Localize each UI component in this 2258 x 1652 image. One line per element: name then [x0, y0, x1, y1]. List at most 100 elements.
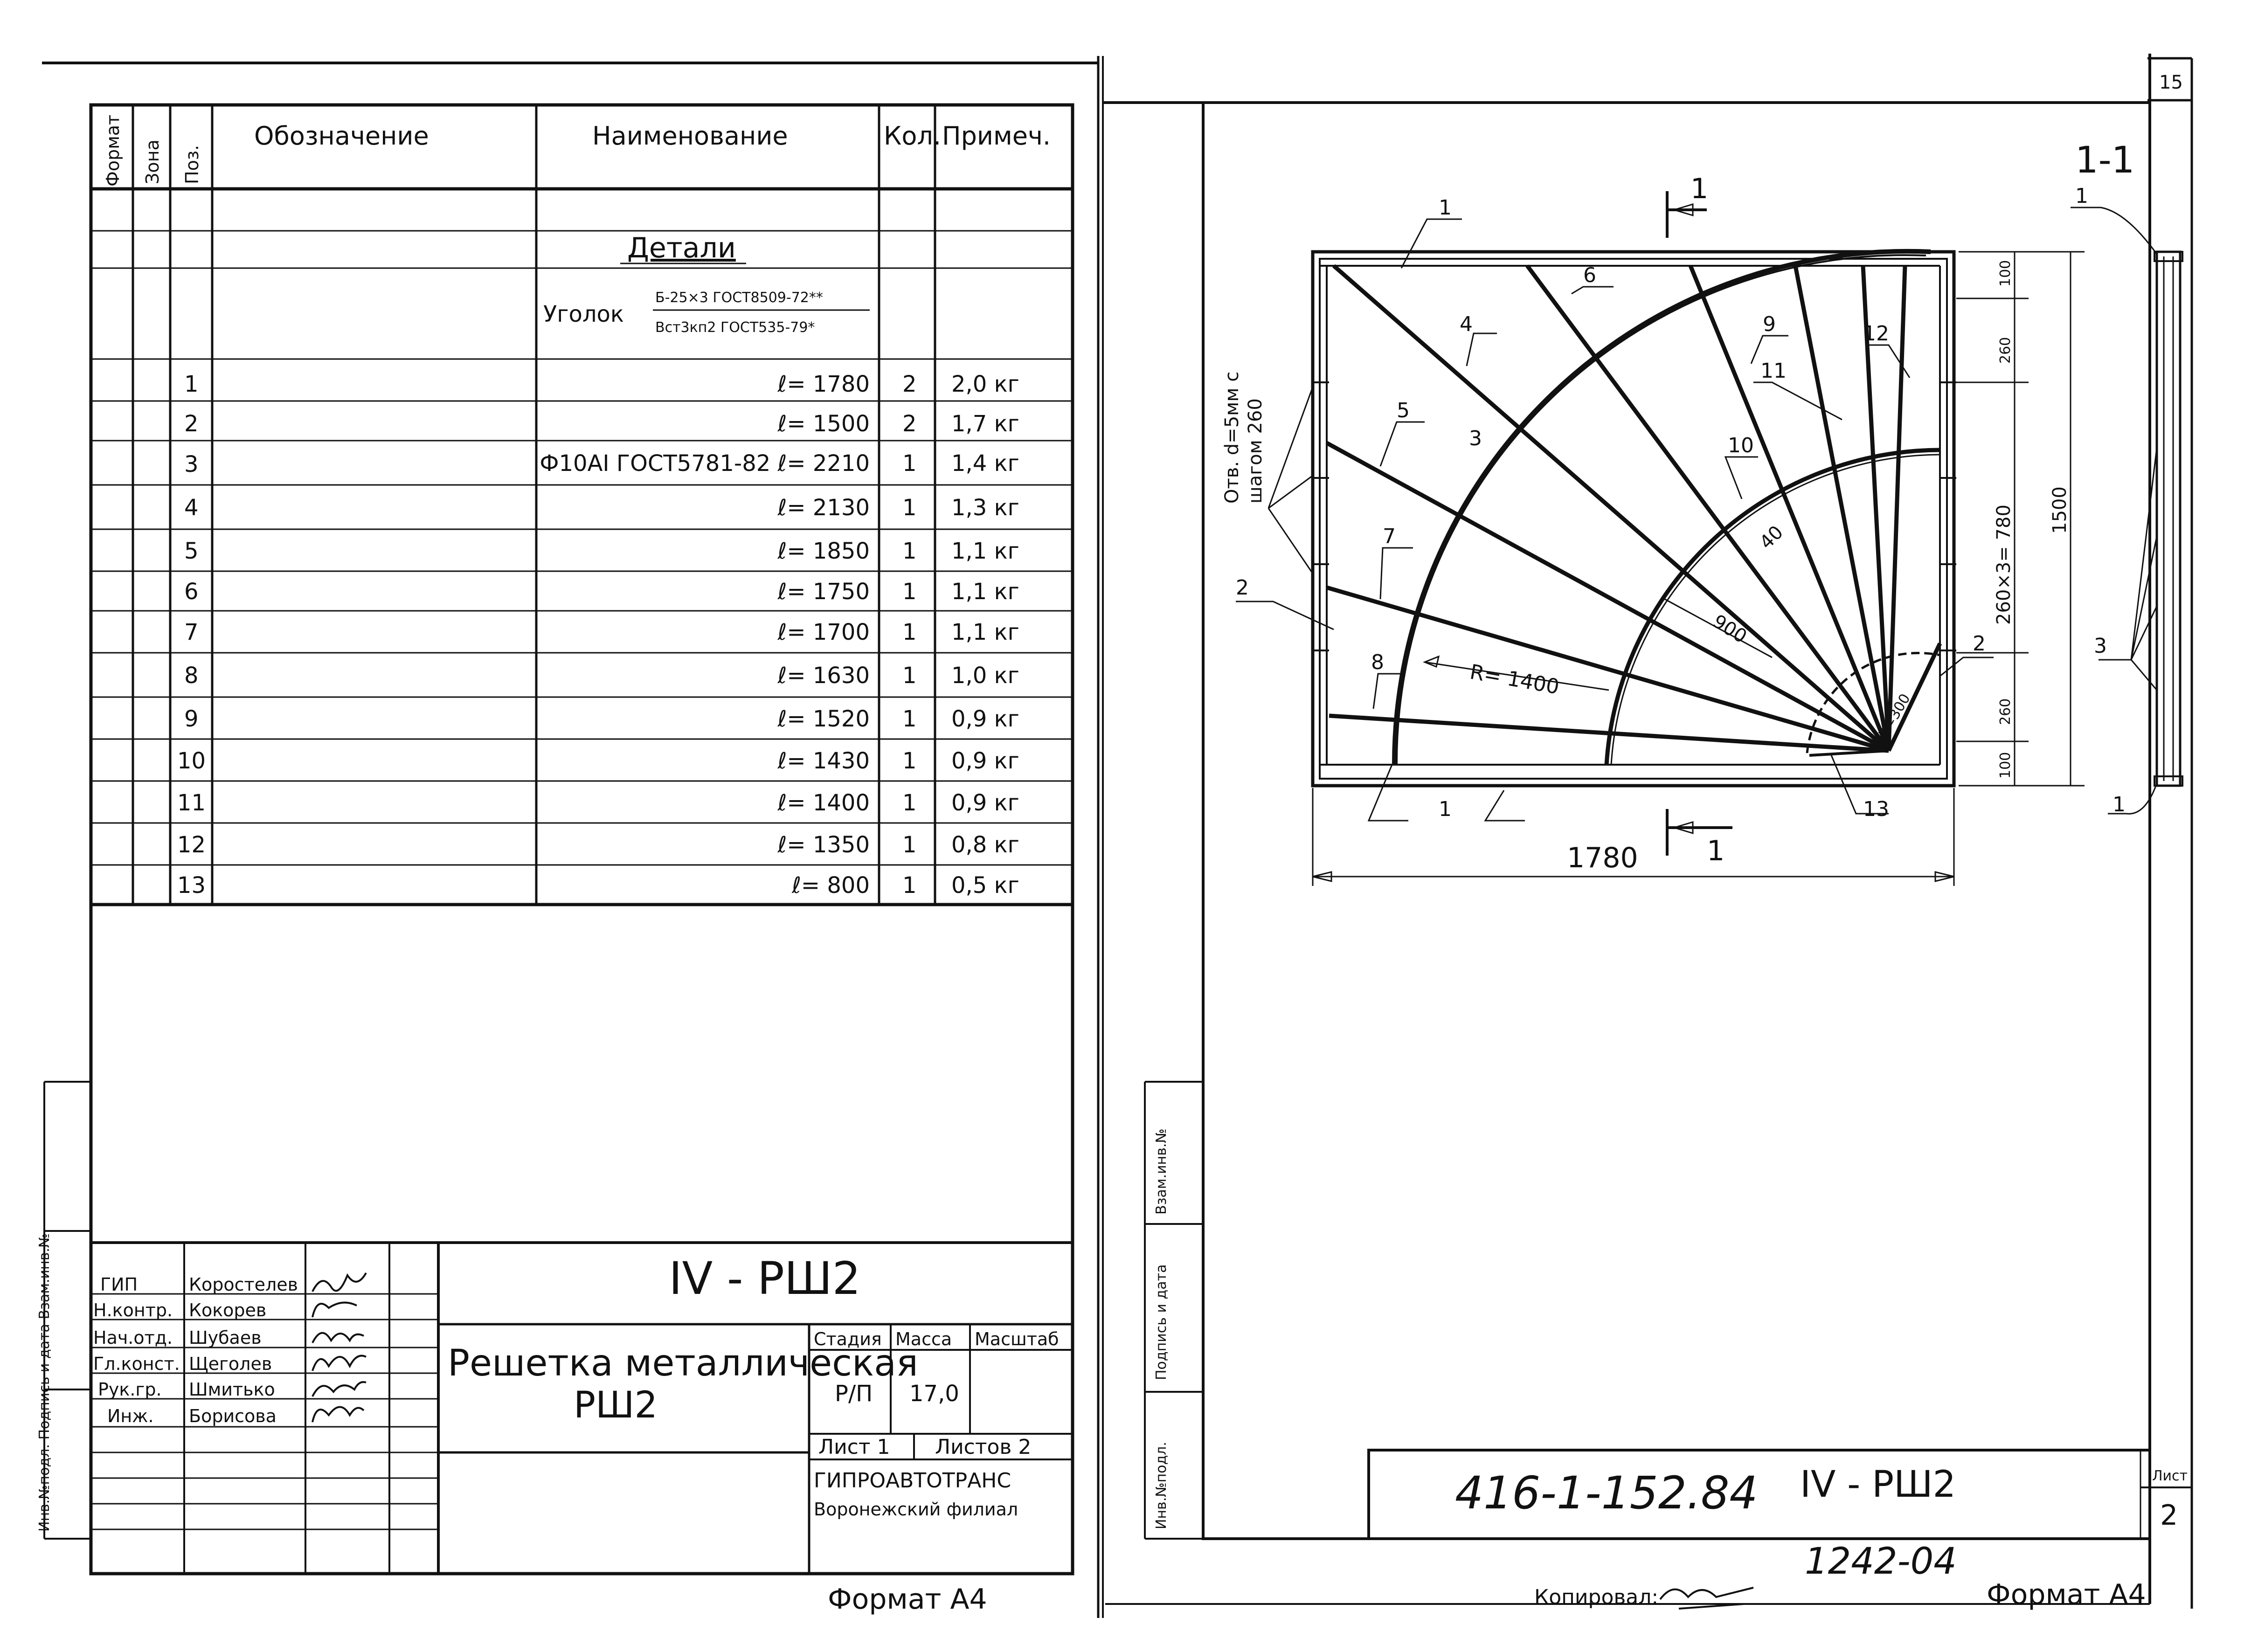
person-2-name: Кокорев [189, 1300, 266, 1320]
section-callout-3: 3 [2094, 634, 2107, 658]
material-bottom: Вст3кп2 ГОСТ535-79* [655, 319, 815, 336]
signature-2 [312, 1301, 357, 1318]
signature-3 [312, 1332, 364, 1343]
right-sheet-label: Лист [2152, 1468, 2188, 1484]
row-13-note: 0,5 кг [951, 872, 1019, 899]
row-1-qty: 2 [902, 371, 917, 397]
section-title: Детали [627, 232, 736, 264]
signature-1 [312, 1272, 367, 1292]
callout-4: 4 [1460, 312, 1473, 336]
copied-label: Копировал: [1534, 1585, 1658, 1609]
row-11-name: ℓ= 1400 [777, 790, 870, 816]
row-10-note: 0,9 кг [951, 748, 1019, 774]
width-dim: 1780 [1567, 842, 1638, 874]
callout-1-top: 1 [1439, 196, 1452, 220]
person-1-name: Коростелев [189, 1274, 298, 1295]
scale-label: Масштаб [975, 1329, 1059, 1349]
row-6-note: 1,1 кг [951, 579, 1019, 605]
section-callout-1-bottom: 1 [2113, 793, 2126, 816]
callout-5: 5 [1397, 399, 1410, 422]
dim-260-bot: 260 [1997, 698, 2014, 725]
mass-value: 17,0 [909, 1381, 959, 1407]
person-6-role: Инж. [107, 1406, 154, 1426]
right-title-strip: 416-1-152.84 IV - РШ2 Лист 2 Копировал: … [1367, 1449, 2192, 1611]
header-pos: Поз. [182, 145, 202, 184]
header-note: Примеч. [942, 121, 1051, 151]
hole-note-1: Отв. d=5мм с [1221, 372, 1243, 504]
sheet-number: 15 [2159, 72, 2183, 93]
stage-value: Р/П [835, 1381, 873, 1407]
row-2-pos: 2 [184, 411, 199, 437]
callout-12: 12 [1863, 322, 1889, 346]
mass-label: Масса [895, 1329, 952, 1349]
person-5-role: Рук.гр. [98, 1379, 162, 1400]
person-5-name: Шмитько [189, 1379, 275, 1400]
signature-5 [312, 1381, 367, 1397]
section-view: 1-1 1 1 3 [2071, 139, 2183, 816]
row-12-pos: 12 [177, 832, 206, 858]
right-stamp-2: Подпись и дата [1153, 1265, 1170, 1381]
spec-rows: 1 ℓ= 1780 2 2,0 кг 2 ℓ= 1500 2 1,7 кг 3 … [177, 371, 1019, 899]
callout-13: 13 [1863, 797, 1889, 821]
org-1: ГИПРОАВТОТРАНС [814, 1469, 1011, 1493]
left-side-stamp-text: Инв.№подл. Подпись и дата Взам.инв.№ [36, 1233, 53, 1532]
cut-mark-top: 1 [1690, 173, 1708, 205]
row-2-name: ℓ= 1500 [777, 411, 870, 437]
grille-plan: 1 1 2 2 3 4 5 6 7 8 9 10 11 12 13 R= 140… [1221, 173, 2085, 886]
row-8-pos: 8 [184, 663, 199, 689]
person-1-role: ГИП [100, 1274, 138, 1295]
callout-11: 11 [1760, 359, 1787, 383]
row-3-name: Ф10АI ГОСТ5781-82 ℓ= 2210 [540, 450, 870, 477]
row-9-pos: 9 [184, 706, 199, 732]
angle-label: 40 [1756, 522, 1788, 554]
item-name-2: РШ2 [574, 1384, 658, 1426]
row-11-qty: 1 [902, 790, 917, 816]
height-dim: 1500 [2049, 486, 2071, 534]
header-qty: Кол. [884, 121, 941, 151]
title-block: ГИП Коростелев Н.контр. Кокорев Нач.отд.… [91, 1241, 1073, 1616]
row-7-note: 1,1 кг [951, 619, 1019, 645]
row-10-pos: 10 [177, 748, 206, 774]
row-9-note: 0,9 кг [951, 706, 1019, 732]
row-4-note: 1,3 кг [951, 495, 1019, 521]
dim-100-top: 100 [1997, 260, 2014, 287]
person-4-name: Щеголев [189, 1354, 272, 1374]
row-5-note: 1,1 кг [951, 538, 1019, 564]
row-12-note: 0,8 кг [951, 832, 1019, 858]
row-10-qty: 1 [902, 748, 917, 774]
dim-mid: 260×3= 780 [1993, 505, 2015, 625]
sheets-label: Листов 2 [935, 1435, 1031, 1459]
signature-6 [312, 1406, 365, 1423]
right-stamp-1: Инв.№подл. [1153, 1442, 1170, 1529]
doc-number: 416-1-152.84 [1455, 1467, 1758, 1519]
row-5-pos: 5 [184, 538, 199, 564]
row-10-name: ℓ= 1430 [777, 748, 870, 774]
row-2-qty: 2 [902, 411, 917, 437]
row-8-note: 1,0 кг [951, 663, 1019, 689]
person-4-role: Гл.конст. [93, 1354, 180, 1374]
org-2: Воронежский филиал [814, 1499, 1018, 1520]
callout-2-left: 2 [1236, 576, 1249, 600]
order-no: 1242-04 [1805, 1541, 1957, 1583]
row-7-pos: 7 [184, 619, 199, 645]
right-stamp-3: Взам.инв.№ [1153, 1128, 1170, 1215]
sheet-label: Лист 1 [818, 1435, 890, 1459]
right-code: IV - РШ2 [1800, 1464, 1956, 1506]
header-format: Формат [103, 115, 123, 187]
row-2-note: 1,7 кг [951, 411, 1019, 437]
right-sheet-no: 2 [2160, 1499, 2178, 1532]
material-top: Б-25×3 ГОСТ8509-72** [655, 290, 823, 306]
radius-large: R= 1400 [1468, 660, 1561, 699]
callout-1-bottom: 1 [1439, 797, 1452, 821]
row-6-name: ℓ= 1750 [777, 579, 870, 605]
row-13-name: ℓ= 800 [791, 872, 870, 899]
row-9-qty: 1 [902, 706, 917, 732]
signature-4 [312, 1355, 367, 1371]
row-11-note: 0,9 кг [951, 790, 1019, 816]
row-8-name: ℓ= 1630 [777, 663, 870, 689]
row-7-qty: 1 [902, 619, 917, 645]
row-8-qty: 1 [902, 663, 917, 689]
callout-8: 8 [1371, 650, 1384, 674]
format-left: Формат А4 [828, 1583, 987, 1616]
